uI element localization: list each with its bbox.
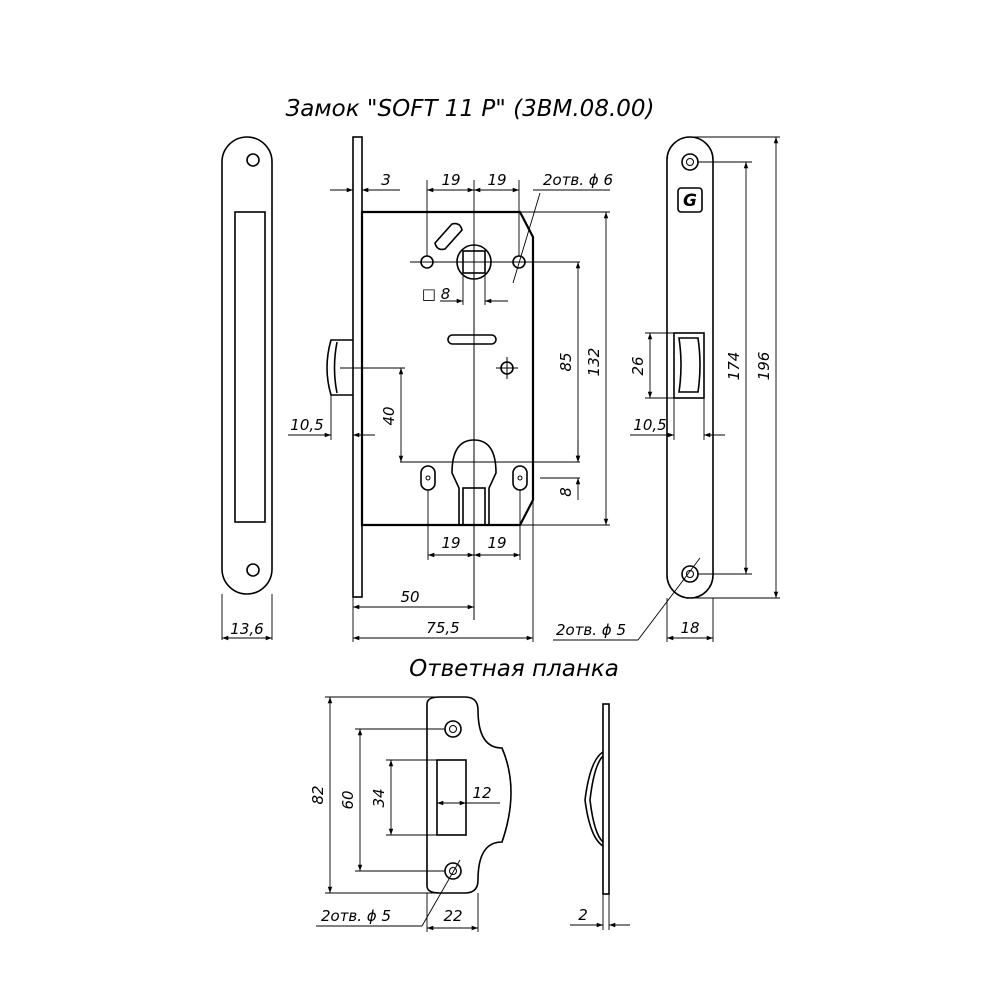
holes-6-label: 2отв. ϕ 6 (543, 171, 613, 189)
square-8-label: □ 8 (422, 285, 450, 303)
dim-19-top-right: 19 (487, 171, 506, 189)
dim-2: 2 (578, 906, 588, 924)
dim-22: 22 (443, 907, 462, 925)
dim-26: 26 (629, 356, 647, 375)
dim-12: 12 (472, 784, 491, 802)
holes-5-strike-label: 2отв. ϕ 5 (321, 907, 391, 925)
holes-5-faceplate-label: 2отв. ϕ 5 (556, 621, 626, 639)
dim-19-bottom-left: 19 (441, 534, 460, 552)
dim-18: 18 (680, 619, 699, 637)
faceplate-side-view: 13,6 (221, 136, 273, 641)
dim-10-5-left: 10,5 (290, 416, 323, 434)
strike-plate-dimensions: 82 60 34 12 2отв. ϕ 5 22 (309, 696, 500, 932)
faceplate-dimensions: 26 10,5 174 196 2отв. ϕ 5 18 (553, 136, 780, 642)
lock-body-dimensions: 3 19 19 2отв. ϕ 6 □ 8 85 132 40 (288, 137, 613, 642)
strike-plate-title: Ответная планка (409, 656, 619, 682)
faceplate-front-view: G (666, 136, 714, 599)
dim-3: 3 (381, 171, 391, 189)
dim-50: 50 (400, 588, 419, 606)
dim-8: 8 (557, 487, 575, 497)
dim-82: 82 (309, 785, 327, 804)
strike-plate-side: 2 (570, 703, 630, 930)
drawing-title: Замок "SOFT 11 P" (3BM.08.00) (285, 96, 654, 122)
dim-19-bottom-right: 19 (487, 534, 506, 552)
dim-174: 174 (725, 352, 743, 381)
logo-icon: G (683, 191, 697, 211)
dim-85: 85 (557, 352, 575, 371)
dim-60: 60 (339, 790, 357, 809)
dim-132: 132 (585, 348, 603, 377)
dim-40: 40 (380, 406, 398, 425)
dim-196: 196 (755, 352, 773, 381)
dim-13-6: 13,6 (230, 620, 263, 638)
dim-10-5-right: 10,5 (633, 416, 666, 434)
dim-34: 34 (370, 788, 388, 807)
dim-19-top-left: 19 (441, 171, 460, 189)
strike-plate-front (426, 696, 512, 894)
dim-75-5: 75,5 (426, 619, 459, 637)
